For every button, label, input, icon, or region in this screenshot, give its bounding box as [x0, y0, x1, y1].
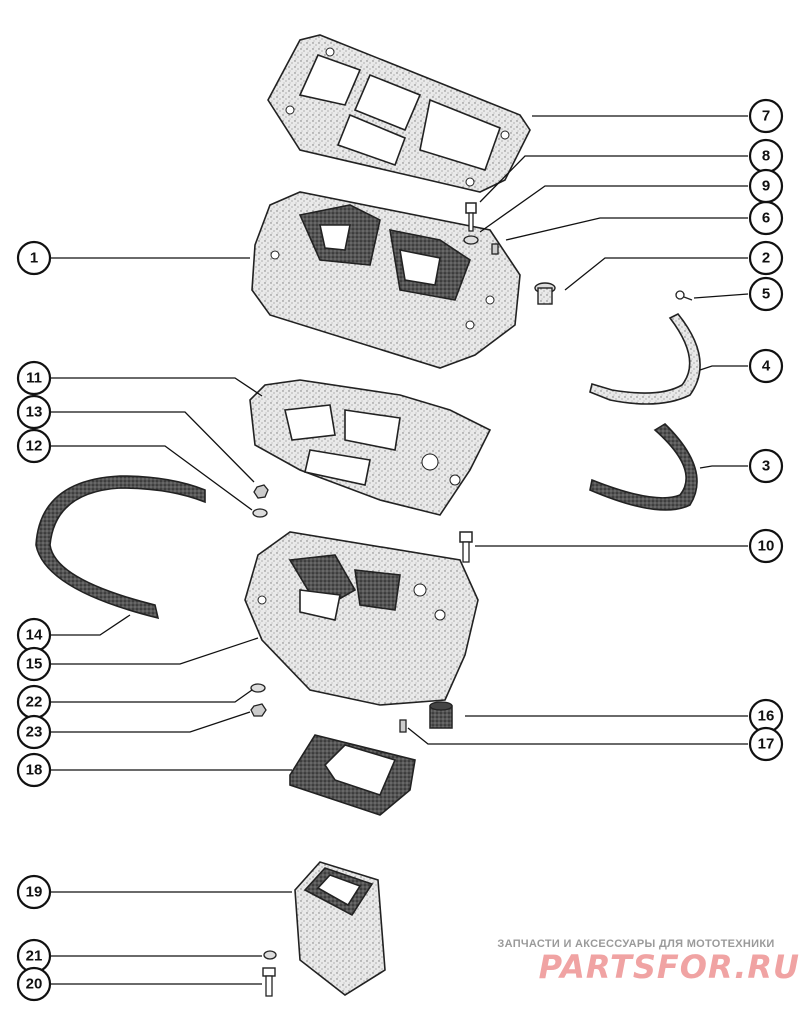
- part-4-seal-arc: [589, 312, 701, 405]
- callout-20: 20: [16, 966, 52, 1002]
- callout-17: 17: [748, 726, 784, 762]
- part-18-plate: [289, 734, 416, 816]
- callout-3-label: 3: [762, 458, 770, 475]
- callout-7: 7: [748, 98, 784, 134]
- callout-9: 9: [748, 168, 784, 204]
- callout-22: 22: [16, 684, 52, 720]
- callout-14: 14: [16, 617, 52, 653]
- part-14-seal-strip: [35, 475, 206, 620]
- callout-10: 10: [748, 528, 784, 564]
- part-20-bolt: [262, 967, 276, 997]
- callout-10-label: 10: [758, 538, 775, 555]
- callout-6: 6: [748, 200, 784, 236]
- callout-3: 3: [748, 448, 784, 484]
- part-21-washer: [263, 950, 277, 960]
- callout-4-label: 4: [762, 358, 771, 375]
- callout-19: 19: [16, 874, 52, 910]
- callout-22-label: 22: [26, 694, 43, 711]
- part-9-washer: [463, 235, 479, 245]
- part-8-bolt: [465, 202, 477, 232]
- callout-17-label: 17: [758, 736, 775, 753]
- part-10-bolt: [459, 531, 473, 563]
- callout-19-label: 19: [26, 884, 43, 901]
- callout-9-label: 9: [762, 178, 770, 195]
- callout-11-label: 11: [26, 370, 42, 387]
- callout-21-label: 21: [26, 948, 43, 965]
- part-23-nut: [250, 703, 267, 717]
- callout-1-label: 1: [30, 250, 38, 267]
- callout-13: 13: [16, 394, 52, 430]
- part-5-screw: [675, 290, 693, 301]
- callout-1: 1: [16, 240, 52, 276]
- part-7-gasket-top: [267, 34, 531, 193]
- callout-20-label: 20: [26, 976, 43, 993]
- callout-18-label: 18: [26, 762, 43, 779]
- callout-6-label: 6: [762, 210, 770, 227]
- watermark-caption: ЗАПЧАСТИ И АКСЕССУАРЫ ДЛЯ МОТОТЕХНИКИ: [497, 938, 775, 950]
- part-17-pin: [399, 719, 407, 733]
- callout-14-label: 14: [26, 627, 43, 644]
- callout-21: 21: [16, 938, 52, 974]
- callout-15-label: 15: [26, 656, 43, 673]
- callout-13-label: 13: [26, 404, 43, 421]
- callout-16: 16: [748, 698, 784, 734]
- callout-23-label: 23: [26, 724, 43, 741]
- callout-5-label: 5: [762, 286, 770, 303]
- part-22-washer: [250, 683, 266, 693]
- callout-8-label: 8: [762, 148, 770, 165]
- part-3-seal-arc: [589, 422, 698, 511]
- part-6-pin: [491, 243, 499, 255]
- part-2-plug: [534, 282, 556, 305]
- callout-16-label: 16: [758, 708, 775, 725]
- callout-18: 18: [16, 752, 52, 788]
- part-12-washer: [252, 508, 268, 518]
- callout-5: 5: [748, 276, 784, 312]
- callout-2: 2: [748, 240, 784, 276]
- callout-15: 15: [16, 646, 52, 682]
- callout-8: 8: [748, 138, 784, 174]
- leader-lines: [50, 115, 749, 985]
- part-19-adapter: [294, 861, 386, 996]
- part-15-lower-housing: [244, 531, 479, 706]
- part-1-upper-housing: [251, 191, 521, 369]
- callout-4: 4: [748, 348, 784, 384]
- part-16-bushing: [429, 701, 453, 729]
- callout-2-label: 2: [762, 250, 770, 267]
- callout-12: 12: [16, 428, 52, 464]
- callout-23: 23: [16, 714, 52, 750]
- part-11-gasket-middle: [249, 379, 492, 516]
- callout-12-label: 12: [26, 438, 43, 455]
- callout-7-label: 7: [762, 108, 770, 125]
- callout-11: 11: [16, 360, 52, 396]
- part-13-nut: [253, 484, 269, 499]
- watermark-brand: PARTSFOR.RU: [538, 948, 800, 986]
